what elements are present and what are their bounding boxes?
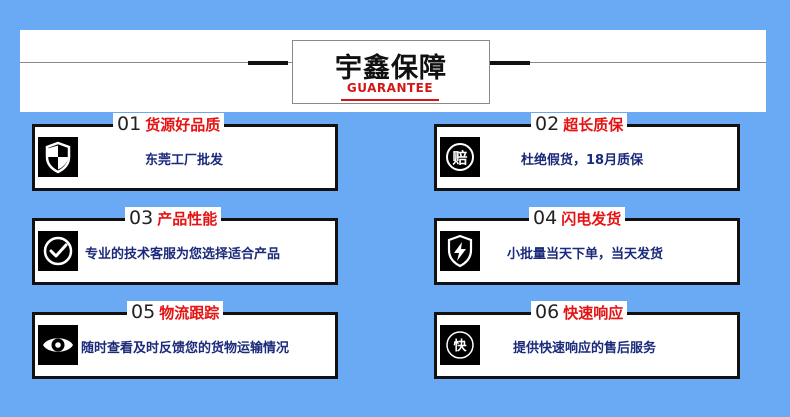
banner-subtitle-underline bbox=[341, 99, 439, 101]
guarantee-banner: 宇鑫保障 GUARANTEE bbox=[20, 30, 766, 112]
card-title: 快速响应 bbox=[563, 304, 624, 322]
card-number: 04 bbox=[533, 207, 558, 229]
card-description: 杜绝假货，18月质保 bbox=[521, 153, 644, 168]
fast-glyph: 快 bbox=[453, 338, 467, 354]
banner-right-bar bbox=[490, 61, 530, 65]
banner-title-box: 宇鑫保障 GUARANTEE bbox=[292, 40, 490, 104]
banner-subtitle: GUARANTEE bbox=[341, 81, 439, 101]
lightning-shield-icon bbox=[440, 231, 480, 271]
banner-left-bar bbox=[248, 61, 288, 65]
shield-icon bbox=[38, 137, 78, 177]
card-title: 货源好品质 bbox=[145, 116, 221, 134]
card-description: 专业的技术客服为您选择适合产品 bbox=[85, 247, 281, 262]
card-description: 提供快速响应的售后服务 bbox=[513, 341, 657, 356]
card-title: 闪电发货 bbox=[561, 210, 622, 228]
card-number: 03 bbox=[129, 207, 154, 229]
card-number: 05 bbox=[131, 301, 156, 323]
card-description: 小批量当天下单，当天发货 bbox=[507, 247, 664, 262]
eye-icon bbox=[38, 325, 78, 365]
fast-response-icon: 快 bbox=[440, 325, 480, 365]
card-number: 02 bbox=[535, 113, 560, 135]
card-description: 随时查看及时反馈您的货物运输情况 bbox=[81, 341, 290, 356]
card-title: 超长质保 bbox=[563, 116, 624, 134]
card-title: 产品性能 bbox=[157, 210, 218, 228]
compensation-icon: 赔 bbox=[440, 137, 480, 177]
card-title: 物流跟踪 bbox=[159, 304, 220, 322]
card-number: 06 bbox=[535, 301, 560, 323]
card-number: 01 bbox=[117, 113, 142, 135]
checkmark-circle-icon bbox=[38, 231, 78, 271]
card-description: 东莞工厂批发 bbox=[145, 153, 224, 168]
banner-title: 宇鑫保障 bbox=[335, 53, 447, 84]
compensation-glyph: 赔 bbox=[452, 149, 467, 167]
